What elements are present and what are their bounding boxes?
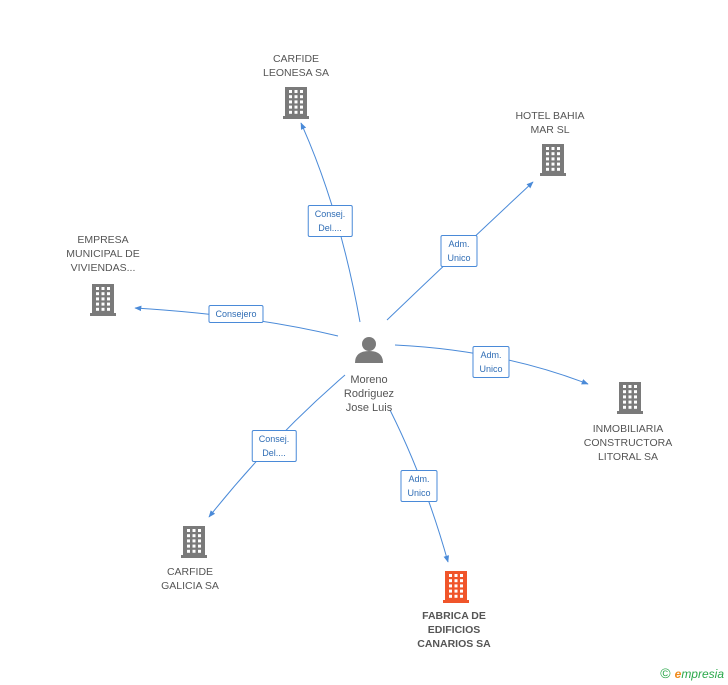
relation-label-carfide-galicia[interactable]: Consej. Del.... <box>251 430 297 462</box>
company-name-carfide-galicia[interactable]: CARFIDE GALICIA SA <box>161 566 219 592</box>
company-name-hotel-bahia[interactable]: HOTEL BAHIA MAR SL <box>515 110 585 136</box>
relation-label-carfide-leonesa[interactable]: Consej. Del.... <box>307 205 353 237</box>
center-person-name[interactable]: Moreno Rodriguez Jose Luis <box>343 374 395 414</box>
building-icon[interactable] <box>540 144 566 176</box>
copyright-footer: ©empresia <box>660 665 724 681</box>
building-icon[interactable] <box>181 526 207 558</box>
building-icon[interactable] <box>617 382 643 414</box>
brand-initial: e <box>674 667 682 681</box>
building-icon[interactable] <box>283 87 309 119</box>
building-icon[interactable] <box>90 284 116 316</box>
person-icon[interactable] <box>355 337 383 363</box>
relation-label-fabrica[interactable]: Adm. Unico <box>400 470 438 502</box>
copyright-symbol: © <box>660 665 671 681</box>
company-name-inmobiliaria[interactable]: INMOBILIARIA CONSTRUCTORA LITORAL SA <box>583 423 673 463</box>
company-name-carfide-leonesa[interactable]: CARFIDE LEONESA SA <box>263 53 329 79</box>
relation-label-empresa-municipal[interactable]: Consejero <box>208 305 264 323</box>
company-name-empresa-municipal[interactable]: EMPRESA MUNICIPAL DE VIVIENDAS... <box>66 234 140 274</box>
brand-name: mpresia <box>681 667 724 681</box>
building-icon[interactable] <box>443 571 469 603</box>
relation-label-inmobiliaria[interactable]: Adm. Unico <box>472 346 510 378</box>
relation-label-hotel-bahia[interactable]: Adm. Unico <box>440 235 478 267</box>
company-name-fabrica[interactable]: FABRICA DE EDIFICIOS CANARIOS SA <box>417 610 491 650</box>
